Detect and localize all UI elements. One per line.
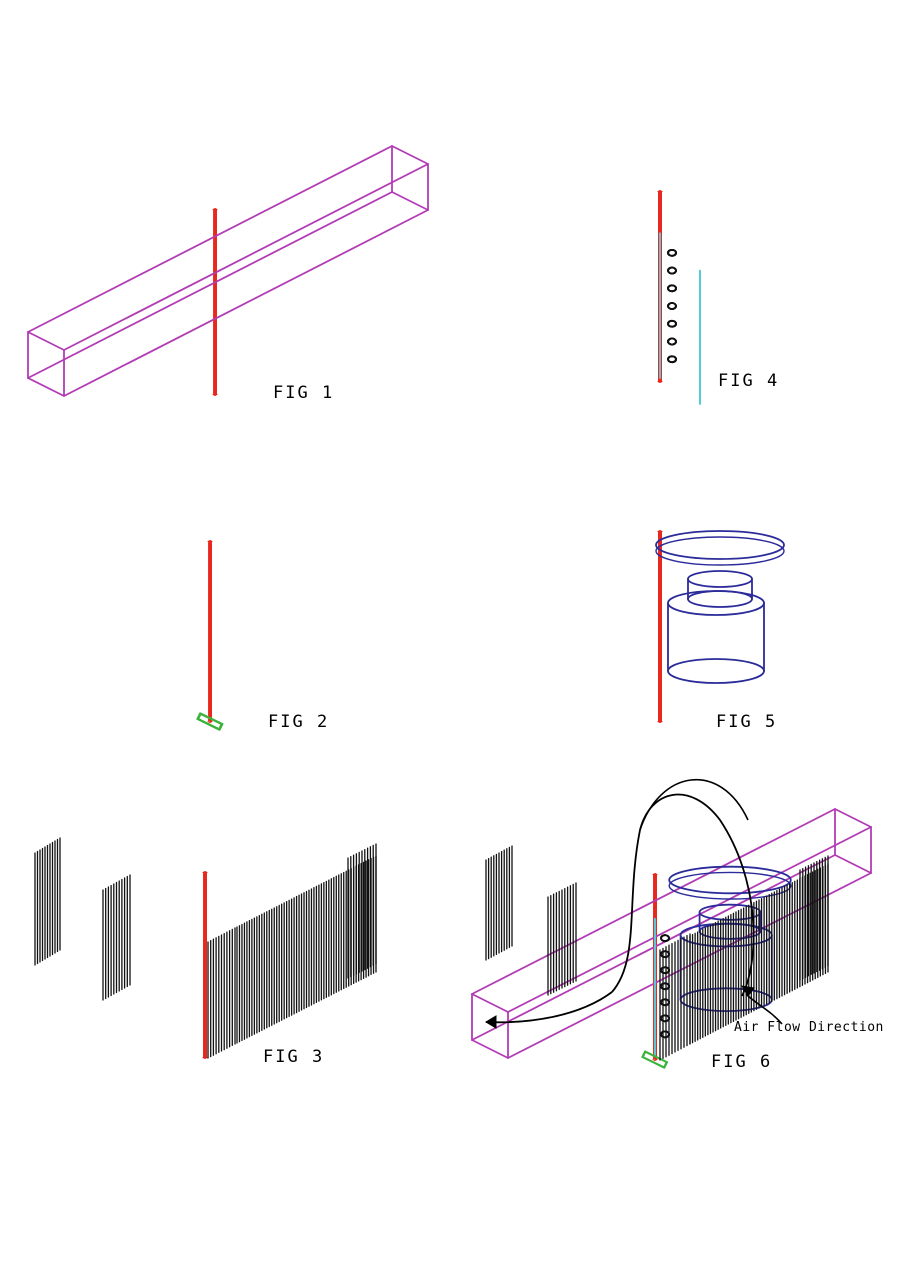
coil-loop — [667, 266, 677, 275]
duct-edge — [834, 854, 872, 874]
coil-loop — [667, 319, 677, 328]
coil-loop — [667, 355, 677, 363]
fan-disc — [668, 865, 792, 895]
fig1-label: FIG 1 — [273, 383, 334, 403]
floor-vent — [197, 712, 224, 731]
coil-loop — [660, 934, 670, 942]
airflow-leader — [745, 993, 783, 1025]
duct-edge — [27, 145, 393, 333]
coil-loop — [667, 284, 677, 293]
airflow-arrowhead — [741, 985, 755, 997]
duct-edge — [63, 209, 429, 397]
duct-edge — [391, 145, 429, 165]
airflow-arrow — [611, 829, 641, 993]
fig1-drawing — [27, 145, 429, 397]
duct-edge — [471, 993, 509, 1013]
duct-edge — [507, 826, 872, 1013]
fan-disc — [655, 530, 785, 560]
airflow-arrow — [639, 779, 749, 831]
fig3-label: FIG 3 — [263, 1047, 324, 1067]
airflow-label: Air Flow Direction — [734, 1020, 884, 1035]
fan-disc — [655, 536, 785, 566]
duct-edge — [63, 163, 429, 351]
fig5-drawing — [655, 530, 785, 723]
fig6-drawing — [471, 779, 872, 1069]
duct-edge — [834, 808, 872, 828]
drawing-layer — [27, 145, 872, 1069]
coil-loop — [667, 302, 677, 310]
duct-edge — [471, 1039, 509, 1059]
fan-disc — [668, 871, 792, 900]
fig2-drawing — [196, 540, 224, 731]
duct-edge — [27, 191, 393, 379]
fig3-drawing — [34, 837, 377, 1059]
fig6-label: FIG 6 — [711, 1052, 772, 1072]
duct-edge — [471, 854, 836, 1041]
duct-edge — [27, 377, 65, 397]
duct-edge — [391, 191, 429, 211]
airflow-arrow — [639, 793, 755, 997]
duct-edge — [27, 331, 65, 351]
airflow-arrowhead — [485, 1015, 497, 1029]
fan-body-bottom — [667, 658, 765, 684]
coil-loop — [667, 248, 677, 257]
fig5-label: FIG 5 — [716, 712, 777, 732]
coil-loop — [667, 337, 677, 346]
fig4-label: FIG 4 — [718, 371, 779, 391]
fan-neck-top — [687, 570, 753, 588]
fig4-drawing — [657, 190, 701, 406]
airflow-arrow — [485, 991, 613, 1024]
fig2-label: FIG 2 — [268, 712, 329, 732]
duct-edge — [471, 808, 836, 995]
floor-vent — [641, 1050, 669, 1069]
